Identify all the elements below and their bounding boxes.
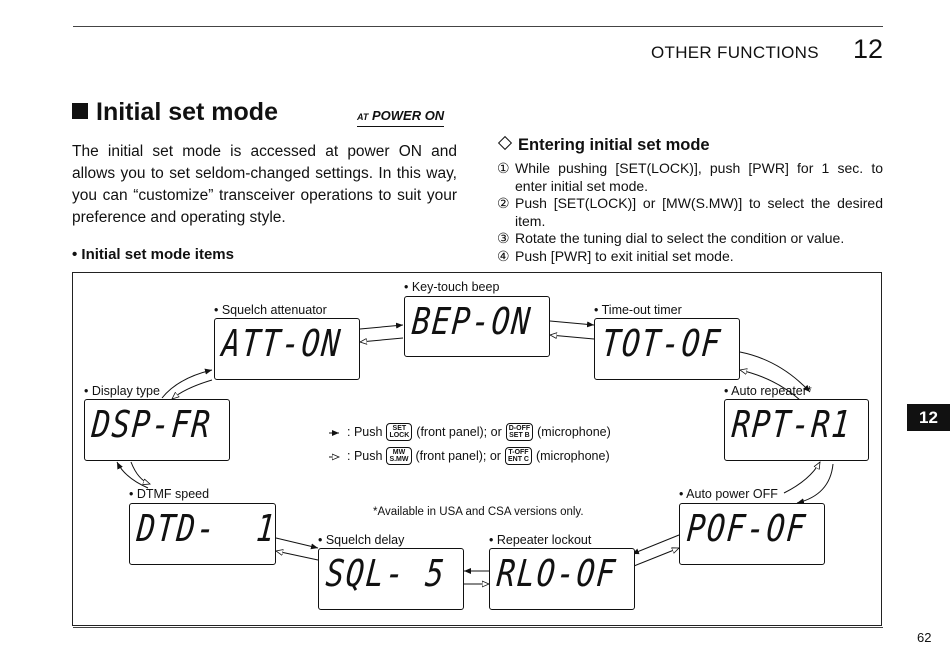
label-key-touch-beep: • Key-touch beep bbox=[404, 280, 500, 294]
label-auto-power-off: • Auto power OFF bbox=[679, 487, 778, 501]
header-rule bbox=[73, 26, 883, 27]
label-squelch-attenuator: • Squelch attenuator bbox=[214, 303, 327, 317]
page-number: 62 bbox=[917, 630, 932, 645]
lcd-dtmf-speed: DTD- 1 bbox=[129, 503, 278, 565]
lcd-time-out-timer: TOT-OF bbox=[594, 318, 740, 380]
label-auto-repeater: • Auto repeater* bbox=[724, 384, 812, 398]
entering-heading: Entering initial set mode bbox=[497, 135, 710, 155]
items-heading: • Initial set mode items bbox=[72, 246, 234, 263]
footnote: *Available in USA and CSA versions only. bbox=[373, 506, 584, 518]
power-on-badge: AT POWER ON bbox=[357, 108, 445, 127]
label-squelch-delay: • Squelch delay bbox=[318, 533, 405, 547]
diagram-frame bbox=[72, 272, 882, 626]
square-bullet-icon bbox=[72, 103, 88, 119]
lcd-auto-repeater: RPT-R1 bbox=[724, 399, 869, 461]
label-display-type: • Display type bbox=[84, 384, 160, 398]
lcd-key-touch-beep: BEP-ON bbox=[404, 296, 550, 357]
lcd-squelch-delay: SQL- 5 bbox=[318, 548, 464, 610]
section-number: 12 bbox=[853, 34, 884, 64]
lcd-squelch-attenuator: ATT-ON bbox=[214, 318, 360, 380]
label-time-out-timer: • Time-out timer bbox=[594, 303, 682, 317]
lcd-repeater-lockout: RLO-OF bbox=[489, 548, 635, 610]
label-dtmf-speed: • DTMF speed bbox=[129, 487, 210, 501]
section-title: OTHER FUNCTIONS bbox=[651, 43, 819, 62]
section-tab: 12 bbox=[907, 404, 950, 431]
label-repeater-lockout: • Repeater lockout bbox=[489, 533, 592, 547]
lcd-auto-power-off: POF-OF bbox=[679, 503, 825, 565]
footer-rule bbox=[73, 627, 883, 628]
lcd-display-type: DSP-FR bbox=[84, 399, 230, 461]
page-title: Initial set mode bbox=[72, 98, 278, 127]
intro-paragraph: The initial set mode is accessed at powe… bbox=[72, 143, 457, 226]
